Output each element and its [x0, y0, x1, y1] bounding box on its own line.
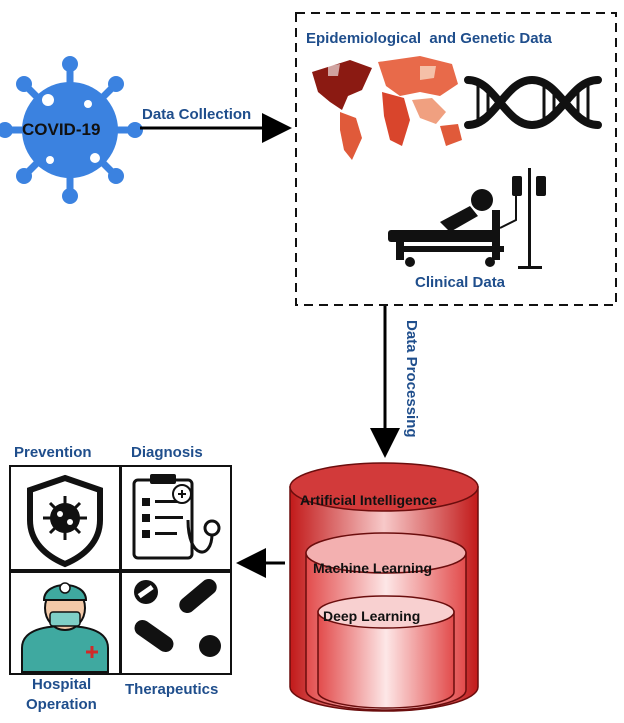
operation-label: Operation — [26, 696, 97, 713]
ai-cylinder — [289, 462, 479, 712]
covid-virus-icon — [0, 56, 143, 204]
pills-icon — [134, 579, 221, 657]
outcome-grid — [9, 465, 232, 675]
patient-bed-icon — [388, 168, 546, 269]
data-box-title: Epidemiological and Genetic Data — [306, 30, 552, 47]
world-map-icon — [312, 56, 462, 160]
ai-inner-label: Deep Learning — [323, 608, 421, 624]
dna-icon — [464, 75, 602, 130]
covid-label: COVID-19 — [22, 120, 101, 139]
prevention-label: Prevention — [14, 444, 92, 461]
data-processing-label: Data Processing — [403, 320, 420, 438]
data-sources-box — [295, 12, 617, 306]
clinical-data-label: Clinical Data — [415, 274, 506, 291]
virus-shield-icon — [27, 474, 103, 568]
data-collection-label: Data Collection — [142, 106, 252, 123]
ai-outer-label: Artificial Intelligence — [300, 492, 437, 508]
hospital-label: Hospital — [32, 676, 92, 693]
diagnosis-label: Diagnosis — [131, 444, 203, 461]
ai-middle-label: Machine Learning — [313, 560, 433, 576]
doctor-icon — [21, 582, 109, 673]
therapeutics-label: Therapeutics — [125, 681, 219, 698]
clipboard-stethoscope-icon — [132, 474, 221, 560]
